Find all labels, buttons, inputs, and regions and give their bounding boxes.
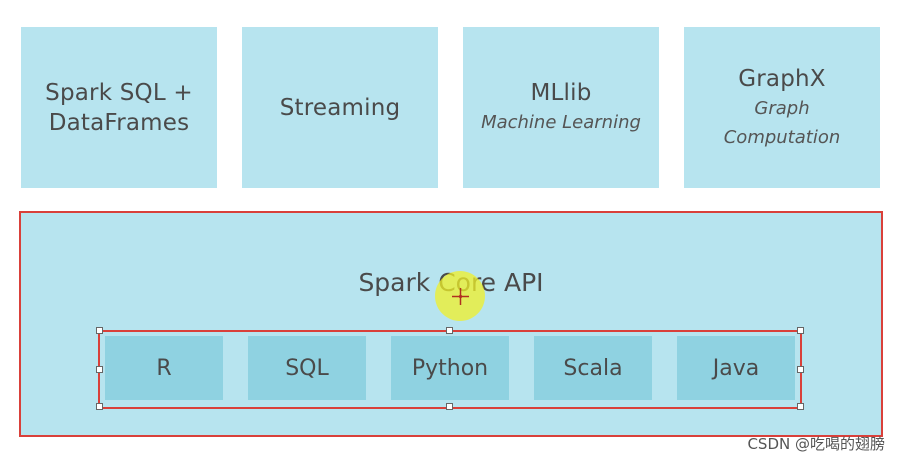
streaming-box: Streaming <box>242 27 438 188</box>
mllib-box: MLlib Machine Learning <box>463 27 659 188</box>
resize-handle-top-center[interactable] <box>446 327 453 334</box>
language-box-java: Java <box>677 336 795 400</box>
language-selection-frame[interactable] <box>98 330 802 409</box>
graphx-box: GraphX Graph Computation <box>684 27 880 188</box>
resize-handle-bottom-center[interactable] <box>446 403 453 410</box>
resize-handle-top-left[interactable] <box>96 327 103 334</box>
language-box-r: R <box>105 336 223 400</box>
resize-handle-middle-right[interactable] <box>797 366 804 373</box>
spark-sql-title-line1: Spark SQL + <box>45 79 193 106</box>
graphx-title: GraphX <box>738 65 826 92</box>
mllib-subtitle: Machine Learning <box>481 112 641 133</box>
language-box-python: Python <box>391 336 509 400</box>
spark-sql-title-line2: DataFrames <box>48 109 190 136</box>
language-box-scala: Scala <box>534 336 652 400</box>
resize-handle-bottom-right[interactable] <box>797 403 804 410</box>
move-cursor-icon <box>452 288 469 305</box>
spark-sql-dataframes-box: Spark SQL + DataFrames <box>21 27 217 188</box>
streaming-title: Streaming <box>279 94 401 121</box>
resize-handle-bottom-left[interactable] <box>96 403 103 410</box>
graphx-subtitle-line2: Computation <box>723 126 841 148</box>
resize-handle-top-right[interactable] <box>797 327 804 334</box>
mllib-title: MLlib <box>530 80 592 106</box>
watermark-text: CSDN @吃喝的翅膀 <box>747 435 885 453</box>
graphx-subtitle-line1: Graph <box>754 97 810 119</box>
resize-handle-middle-left[interactable] <box>96 366 103 373</box>
language-box-sql: SQL <box>248 336 366 400</box>
